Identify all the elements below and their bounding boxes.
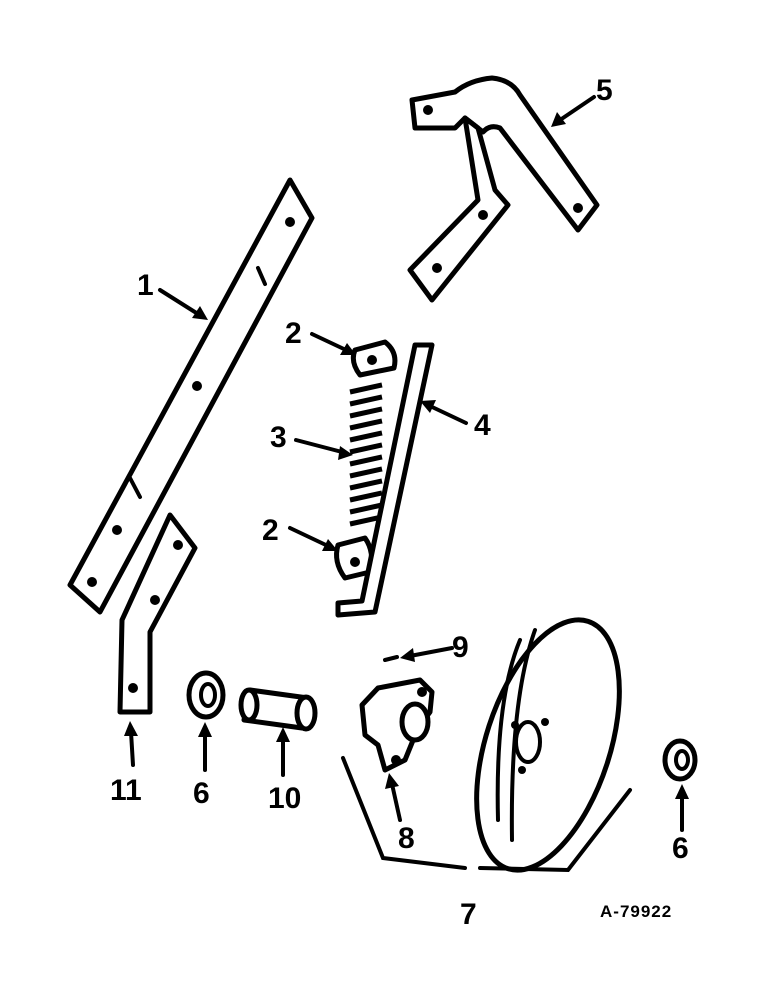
bar-part	[67, 177, 315, 615]
callout-8: 8	[398, 822, 415, 855]
arm-part	[117, 512, 198, 715]
callout-labels: 1 2 3 4 5 2 9 11 6 10 8 6 7 A-79922	[110, 74, 689, 931]
hub-part	[359, 677, 435, 773]
washer-left-part	[186, 670, 226, 720]
callout-5: 5	[596, 74, 613, 107]
callout-2-upper: 2	[285, 317, 302, 350]
callout-2-lower: 2	[262, 514, 279, 547]
callout-1: 1	[137, 269, 154, 302]
callout-10: 10	[268, 782, 301, 815]
callout-9: 9	[452, 631, 469, 664]
rod-part	[335, 342, 435, 618]
callout-3: 3	[270, 421, 287, 454]
callout-6-left: 6	[193, 777, 210, 810]
callout-4: 4	[474, 409, 491, 442]
washer-right-part	[662, 738, 698, 782]
spring-part	[349, 382, 383, 527]
collar-lower-part	[334, 535, 375, 581]
callout-7: 7	[460, 898, 477, 931]
leaders	[124, 95, 689, 832]
sleeve-part	[238, 687, 318, 732]
assembly-bracket	[341, 756, 632, 873]
callout-6-right: 6	[672, 832, 689, 865]
disk-part	[474, 617, 622, 873]
collar-upper-part	[350, 339, 398, 378]
bracket-part	[407, 75, 600, 303]
callout-11: 11	[110, 774, 142, 807]
reference-code: A-79922	[600, 902, 672, 921]
pin-part	[383, 655, 399, 662]
